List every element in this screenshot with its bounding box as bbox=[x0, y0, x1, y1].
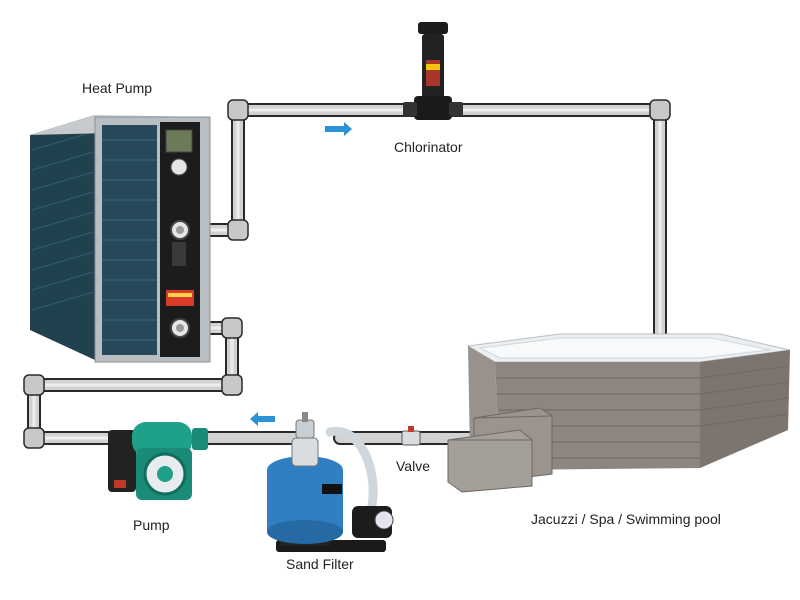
heat-pump-unit bbox=[30, 115, 211, 363]
arrow-left-icon bbox=[250, 412, 275, 426]
valve-unit bbox=[401, 426, 421, 446]
pool-label: Jacuzzi / Spa / Swimming pool bbox=[531, 511, 721, 527]
pump-label: Pump bbox=[133, 517, 170, 533]
chlorinator-unit bbox=[403, 22, 463, 120]
heat-pump-label: Heat Pump bbox=[82, 80, 153, 96]
arrow-right-icon bbox=[325, 122, 352, 136]
sand-filter-label: Sand Filter bbox=[286, 556, 354, 572]
filter-hose bbox=[325, 426, 378, 510]
circulation-pump bbox=[108, 422, 208, 500]
pipe-elbows bbox=[23, 99, 671, 449]
chlorinator-label: Chlorinator bbox=[394, 139, 463, 155]
spa-tub bbox=[447, 333, 791, 493]
valve-label: Valve bbox=[396, 458, 430, 474]
sand-filter-unit bbox=[267, 412, 394, 552]
